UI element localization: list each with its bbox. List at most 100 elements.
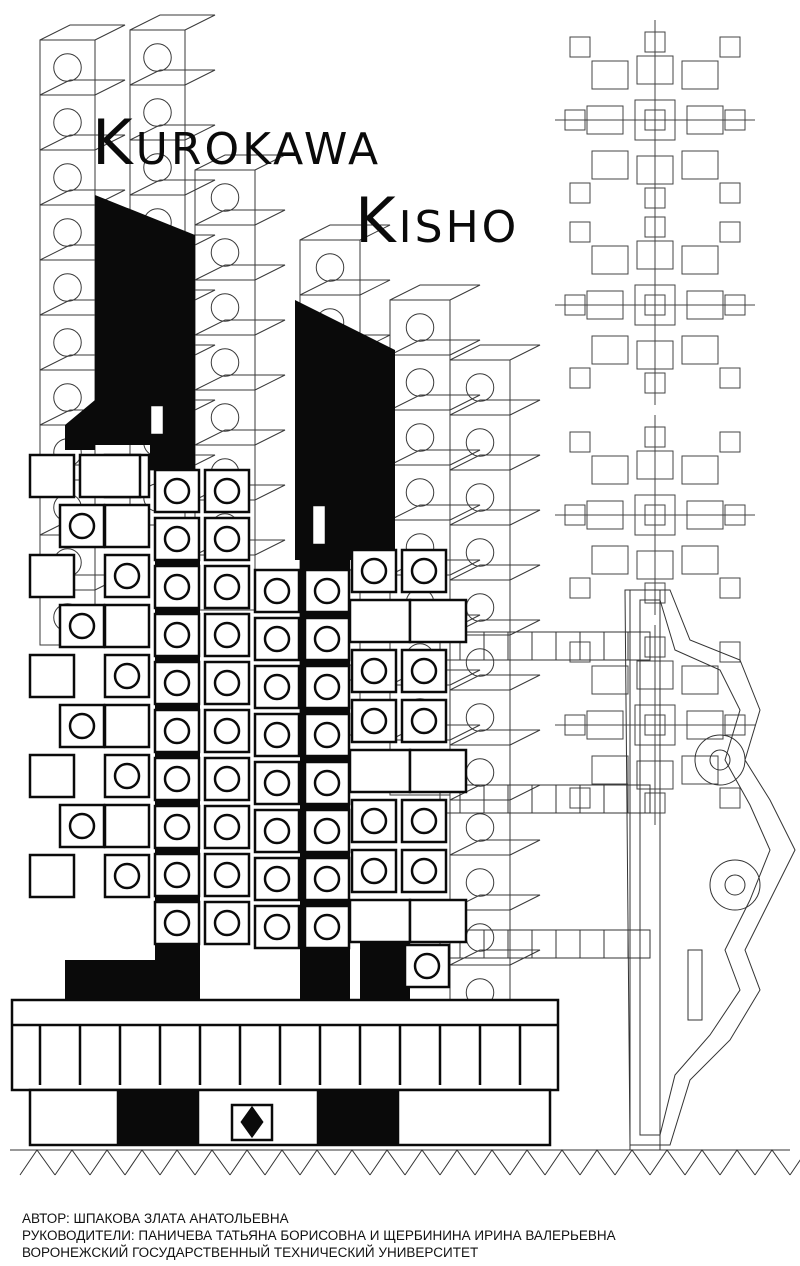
wire-box-top [449,509,541,526]
ground-hatch [334,1149,371,1176]
capsule-side [103,503,151,549]
wire-box-top [194,374,286,391]
wire-box [39,39,96,96]
wire-box-top [449,399,541,416]
credits-block: АВТОР: ШПАКОВА ЗЛАТА АНАТОЛЬЕВНА РУКОВОД… [22,1210,782,1261]
shaft-right [295,300,395,560]
capsule-window [413,952,441,980]
site-outline [624,589,796,1146]
wire-box [389,464,451,521]
wire-box [449,689,511,746]
capsule-side [28,453,76,499]
wire-window [210,293,240,322]
title-kurokawa: KUROKAWA [92,112,381,174]
capsule-plan [681,150,719,180]
capsule-window [163,813,191,841]
wire-window [465,538,495,567]
ground-hatch [439,1149,476,1176]
ground-hatch [579,1149,616,1176]
capsule-plan [719,787,741,809]
capsule-window [213,477,241,505]
capsule-window [213,765,241,793]
ground-hatch [19,1149,56,1176]
capsule-side [28,553,76,599]
wire-window [53,163,82,192]
wire-box [194,334,256,391]
wire-box [39,204,96,261]
capsule-window [313,577,341,605]
capsule-window [263,577,291,605]
capsule [153,852,201,898]
capsule-plan [719,367,741,389]
capsule-plan [681,245,719,275]
capsule-window [213,621,241,649]
capsule-plan [569,577,591,599]
capsule-window [163,717,191,745]
capsule-window [313,769,341,797]
connector-plan [439,631,651,661]
site-inner [639,599,771,1136]
wire-box-top [389,394,481,411]
wire-window [53,53,82,82]
wire-box [449,524,511,581]
capsule-window [313,625,341,653]
wire-window [405,313,435,342]
wire-box [449,799,511,856]
ground-hatch [404,1149,441,1176]
capsule-plan [681,755,719,785]
capsule-side [408,598,468,644]
capsule-plan [591,455,629,485]
wire-box [194,169,256,226]
wire-box-top [39,24,126,41]
capsule-window [263,721,291,749]
ground-hatch [264,1149,301,1176]
capsule-side [103,703,151,749]
capsule-window [360,807,388,835]
ground-hatch [509,1149,546,1176]
wire-box [449,469,511,526]
wire-window [210,183,240,212]
wire-box-top [389,449,481,466]
capsule-side [408,898,468,944]
capsule-window [360,557,388,585]
wire-window [465,703,495,732]
capsule-window [68,812,96,840]
emblem-diamond [240,1105,264,1139]
capsule-side [348,748,412,794]
wire-box-top [389,504,481,521]
capsule [350,648,398,694]
ground-hatch [159,1149,196,1176]
capsule [58,703,106,749]
capsule-plan [681,455,719,485]
shaft-left [95,195,195,470]
wire-window [465,483,495,512]
capsule-window [263,673,291,701]
capsule-window [163,909,191,937]
ground-hatch [719,1149,756,1176]
capsule-window [360,707,388,735]
ground-hatch [474,1149,511,1176]
title-initial: K [355,184,399,257]
ground-hatch [369,1149,406,1176]
wire-box-top [194,154,286,171]
capsule-window [68,612,96,640]
wire-box [194,389,256,446]
capsule-window [68,512,96,540]
capsule-plan [591,665,629,695]
capsule-window [360,857,388,885]
ground-hatch [649,1149,686,1176]
author-line: АВТОР: ШПАКОВА ЗЛАТА АНАТОЛЬЕВНА [22,1211,289,1226]
capsule-plan [591,150,629,180]
wire-window [465,593,495,622]
capsule-window [213,861,241,889]
wire-box-top [194,209,286,226]
podium-base [10,998,560,1147]
wire-box [194,279,256,336]
capsule-plan [681,60,719,90]
capsule-window [263,913,291,941]
wire-window [405,478,435,507]
wire-box [129,29,186,86]
capsule-window [410,807,438,835]
capsule-window [313,721,341,749]
ground-hatch [754,1149,791,1176]
